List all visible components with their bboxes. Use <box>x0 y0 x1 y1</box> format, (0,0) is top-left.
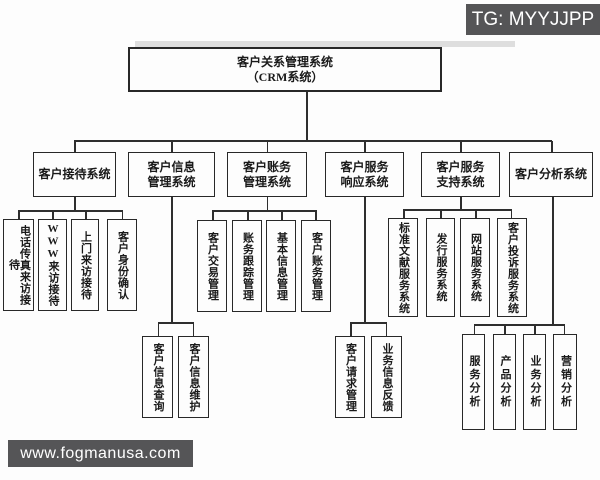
connector-root-drop <box>306 92 308 141</box>
connector-bar <box>350 322 387 324</box>
connector-drop <box>247 210 249 220</box>
node-account-mgmt-system: 客户账务 管理系统 <box>227 152 307 197</box>
connector-bar <box>157 322 194 324</box>
connector-drop <box>385 322 387 336</box>
connector-drop <box>74 197 76 210</box>
connector-drop <box>171 197 173 322</box>
connector-drop <box>473 324 475 334</box>
leaf-walkin-reception: 上门来访接待 <box>71 219 99 311</box>
connector-drop <box>440 209 442 218</box>
connector-drop <box>364 141 366 152</box>
leaf-customer-info-maintain: 客户信息维护 <box>178 336 209 418</box>
node-info-mgmt-system: 客户信息 管理系统 <box>128 152 215 197</box>
leaf-business-analysis: 业务分析 <box>523 334 546 430</box>
connector-drop <box>551 141 553 152</box>
connector-main-bar <box>74 140 552 142</box>
connector-drop <box>534 324 536 334</box>
leaf-customer-info-query: 客户信息查询 <box>142 336 173 418</box>
connector-drop <box>350 322 352 336</box>
leaf-identity-confirm: 客户身份确认 <box>107 219 137 311</box>
connector-drop <box>74 141 76 152</box>
connector-drop <box>281 210 283 220</box>
connector-drop <box>403 209 405 218</box>
leaf-marketing-analysis: 营销分析 <box>553 334 577 430</box>
leaf-complaint-service: 客户投诉服务系统 <box>497 218 527 317</box>
connector-drop <box>18 210 20 219</box>
connector-drop <box>171 141 173 152</box>
node-crm-root: 客户关系管理系统 （CRM系统） <box>128 47 442 92</box>
connector-drop <box>475 209 477 218</box>
connector-bar <box>18 210 123 212</box>
node-reception-system: 客户接待系统 <box>33 152 116 197</box>
connector-drop <box>460 197 462 209</box>
leaf-service-analysis: 服务分析 <box>462 334 485 430</box>
connector-drop <box>121 210 123 219</box>
connector-bar <box>403 209 512 211</box>
leaf-business-info-feedback: 业务信息反馈 <box>371 336 402 418</box>
leaf-www-reception: WWW来访接待 <box>38 219 67 311</box>
connector-drop <box>510 209 512 218</box>
leaf-product-analysis: 产品分析 <box>493 334 516 430</box>
connector-bar <box>473 324 565 326</box>
leaf-account-tracking-mgmt: 账务跟踪管理 <box>232 220 262 312</box>
connector-drop <box>266 197 268 210</box>
connector-drop <box>563 324 565 334</box>
connector-drop <box>504 324 506 334</box>
leaf-customer-request-mgmt: 客户请求管理 <box>335 336 365 418</box>
telegram-watermark-badge: TG: MYYJJPP <box>466 4 600 35</box>
connector-drop <box>266 141 268 152</box>
connector-drop <box>315 210 317 220</box>
connector-drop <box>157 322 159 336</box>
connector-drop <box>552 197 554 324</box>
connector-drop <box>364 197 366 322</box>
leaf-basic-info-mgmt: 基本信息管理 <box>266 220 296 312</box>
connector-drop <box>192 322 194 336</box>
node-service-response-system: 客户服务 响应系统 <box>325 152 404 197</box>
connector-drop <box>212 210 214 220</box>
leaf-phone-fax-reception: 电话传真来访接待 <box>3 219 34 311</box>
connector-drop <box>85 210 87 219</box>
node-analysis-system: 客户分析系统 <box>509 152 593 197</box>
leaf-website-service: 网站服务系统 <box>460 218 490 317</box>
leaf-customer-account-mgmt: 客户账务管理 <box>301 220 331 312</box>
connector-drop <box>52 210 54 219</box>
connector-bar <box>212 210 317 212</box>
scan-artifact-strip <box>135 41 515 47</box>
node-service-support-system: 客户服务 支持系统 <box>421 152 500 197</box>
website-watermark-badge: www.fogmanusa.com <box>8 440 193 467</box>
leaf-customer-transaction-mgmt: 客户交易管理 <box>197 220 227 312</box>
connector-drop <box>460 141 462 152</box>
leaf-distribution-service: 发行服务系统 <box>426 218 455 317</box>
leaf-standard-literature-service: 标准文献服务系统 <box>388 218 418 317</box>
